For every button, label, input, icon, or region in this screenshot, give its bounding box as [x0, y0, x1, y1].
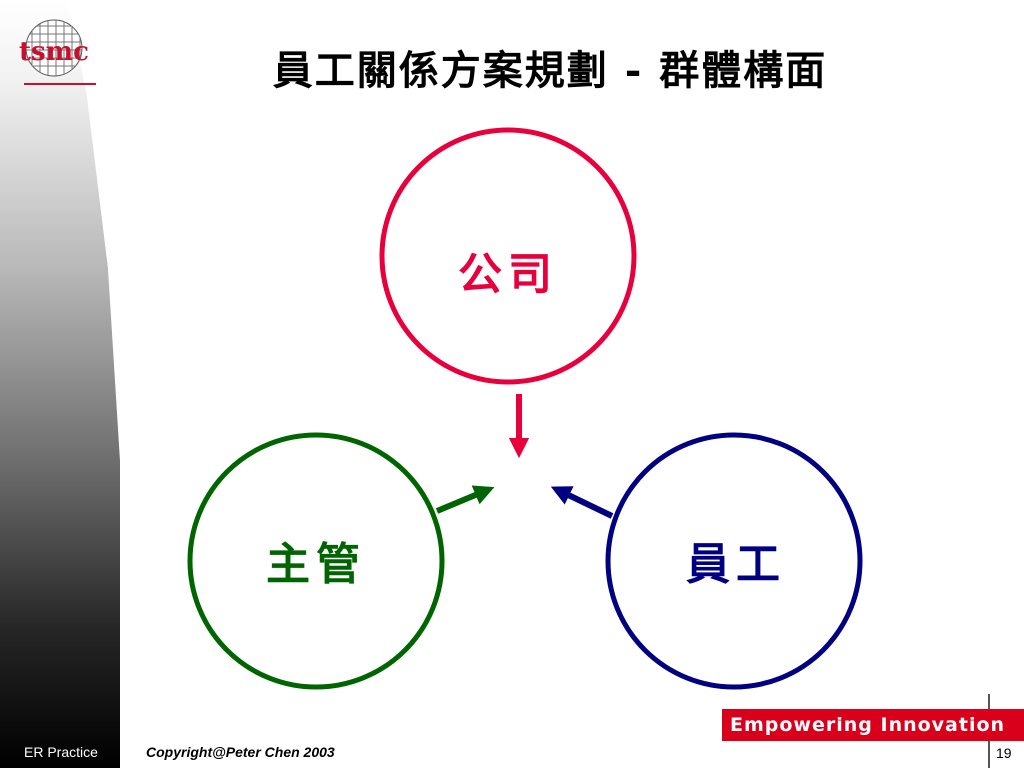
- empowering-innovation-banner: Empowering Innovation: [722, 709, 1024, 741]
- footer-copyright: Copyright@Peter Chen 2003: [146, 744, 335, 760]
- page-number: 19: [996, 745, 1012, 761]
- employee-to-center-arrow: [550, 486, 614, 519]
- tsmc-logo: tsmc: [8, 14, 100, 90]
- manager-node-label: 主管: [266, 539, 366, 590]
- slide-title: 員工關係方案規劃 - 群體構面: [272, 47, 828, 94]
- company-node-circle: [379, 127, 637, 385]
- tsmc-logo-graphic: tsmc: [19, 19, 96, 85]
- company-node-label: 公司: [458, 249, 558, 300]
- manager-to-center-arrow: [435, 485, 495, 514]
- logo-text: tsmc: [19, 37, 89, 67]
- employee-node-label: 員工: [686, 539, 786, 590]
- footer-course-name: ER Practice: [24, 744, 98, 760]
- manager-node-circle: [187, 432, 445, 690]
- employee-node-circle: [605, 432, 863, 690]
